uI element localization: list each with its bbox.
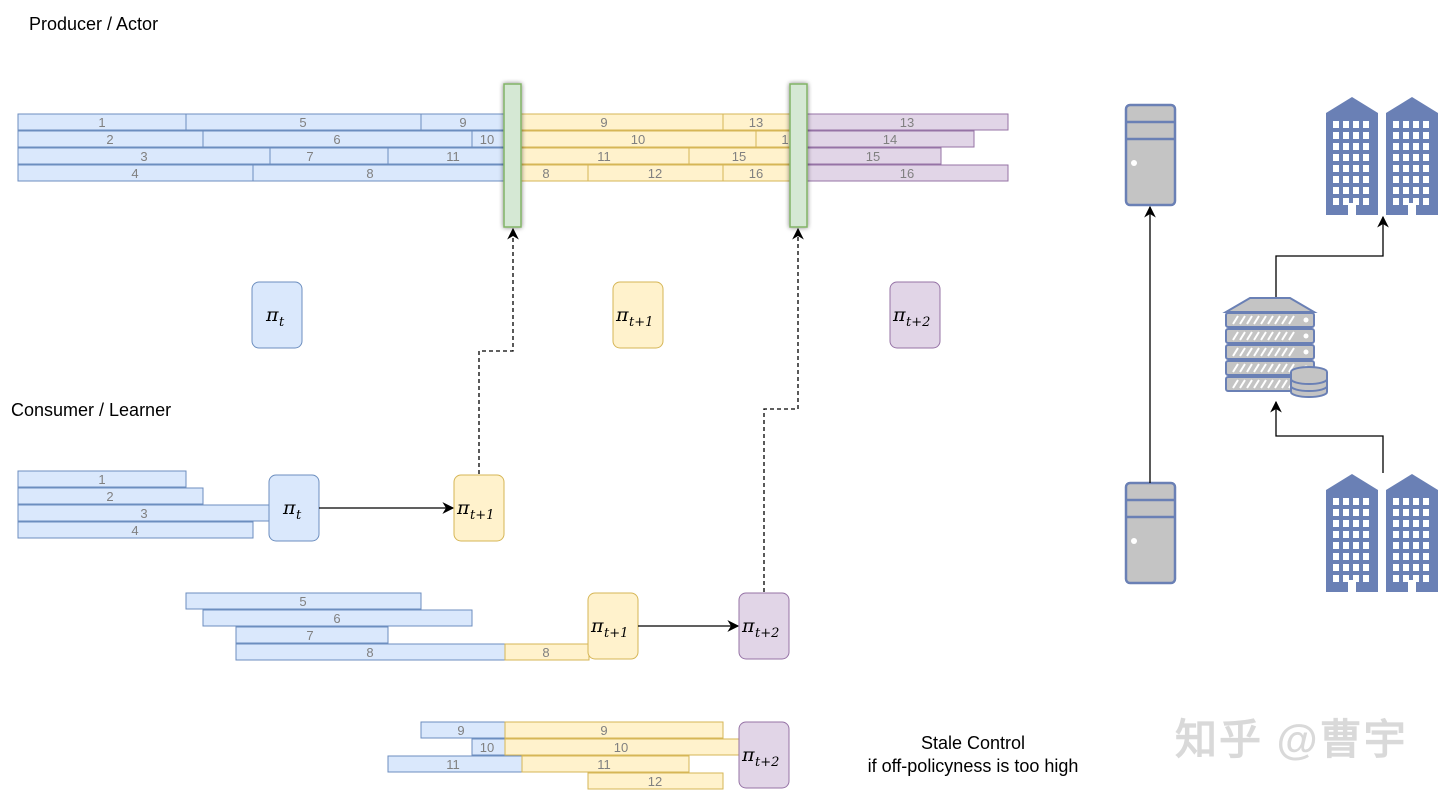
connector-arrow [1275,215,1389,297]
segment-label: 10 [480,740,494,755]
policy-box-learner2-pi-t1: π t+1 [587,592,639,660]
segment-label: 9 [600,115,607,130]
segment-label: 10 [631,132,645,147]
policy-box-learner2-pi-t2: π t+2 [738,592,790,660]
policy-box-pi-t2: π t+2 [889,281,941,349]
server-icon [1124,481,1177,585]
segment-label: 9 [459,115,466,130]
weight-sync-arrow-2 [763,227,804,592]
segment-label: 1 [98,115,105,130]
segment-label: 6 [333,611,340,626]
segment-label: 8 [366,166,373,181]
svg-text:π: π [456,497,470,519]
policy-subscript: t [279,315,285,330]
policy-subscript: t+2 [755,626,779,641]
office-building-icon [1326,474,1438,592]
svg-text:π: π [741,615,755,637]
segment-label: 4 [131,166,138,181]
segment-8-yellow [519,164,589,182]
weight-sync-arrow-1 [478,227,519,474]
connector-arrow [1270,400,1384,473]
consumer-batch-1: 1 2 3 4 [17,470,271,539]
policy-box-pi-t: π t [251,281,303,349]
producer-batch-rows: 1 5 9 9 13 13 2 6 10 10 1 14 3 7 11 11 1… [17,113,1009,182]
segment-label: 16 [749,166,763,181]
segment-label: 9 [600,723,607,738]
svg-text:π: π [615,304,629,326]
producer-actor-title: Producer / Actor [29,14,159,34]
segment-label: 10 [480,132,494,147]
policy-subscript: t [296,508,302,523]
server-icon [1124,103,1177,207]
segment-label: 8 [366,645,373,660]
svg-text:π: π [741,744,755,766]
segment-label: 15 [732,149,746,164]
storage-server-icon [1222,297,1318,392]
policy-box-learner3-pi-t2: π t+2 [738,721,790,789]
segment-label: 6 [333,132,340,147]
sync-barrier-2 [789,83,808,228]
segment-label: 16 [900,166,914,181]
stale-control-note: Stale Control if off-policyness is too h… [840,732,1106,778]
database-icon [1290,366,1328,398]
segment-label: 8 [542,645,549,660]
segment-label: 10 [614,740,628,755]
segment-7 [269,147,389,165]
policy-subscript: t+2 [906,315,930,330]
office-building-icon [1326,97,1438,215]
consumer-batch-2: 5 6 7 8 8 [185,592,590,661]
segment-label: 3 [140,149,147,164]
segment-label: 11 [597,149,611,164]
segment-label: 1 [781,132,788,147]
segment-label: 5 [299,115,306,130]
watermark: 知乎 @曹宇 [1175,716,1408,763]
policy-box-learner-pi-t: π t [268,474,320,542]
sync-barrier-1 [503,83,522,228]
segment-label: 2 [106,489,113,504]
segment-label: 14 [883,132,897,147]
segment-label: 13 [749,115,763,130]
policy-subscript: t+2 [755,755,779,770]
segment-label: 4 [131,523,138,538]
svg-text:π: π [265,304,279,326]
segment-label: 11 [597,757,611,772]
svg-text:π: π [892,304,906,326]
segment-9-yellow [519,113,724,131]
segment-label: 11 [446,757,460,772]
segment-label: 12 [648,774,662,789]
segment-label: 9 [457,723,464,738]
stale-control-line1: Stale Control [920,733,1026,753]
segment-label: 13 [900,115,914,130]
segment-label: 7 [306,149,313,164]
segment-label: 11 [446,149,460,164]
segment-label: 15 [866,149,880,164]
stale-control-line2: if off-policyness is too high [867,756,1079,776]
svg-text:π: π [282,497,296,519]
policy-subscript: t+1 [470,508,494,523]
policy-subscript: t+1 [604,626,628,641]
consumer-batch-3: 9 9 10 10 11 11 12 [387,721,741,790]
segment-label: 8 [542,166,549,181]
segment-8-blue [252,164,506,182]
segment-label: 12 [648,166,662,181]
consumer-learner-title: Consumer / Learner [11,400,172,420]
segment-label: 3 [140,506,147,521]
policy-box-pi-t1: π t+1 [612,281,664,349]
policy-subscript: t+1 [629,315,653,330]
segment-label: 2 [106,132,113,147]
segment-label: 5 [299,594,306,609]
segment-label: 7 [306,628,313,643]
policy-box-learner-pi-t1: π t+1 [453,474,505,542]
svg-text:π: π [590,615,604,637]
segment-label: 1 [98,472,105,487]
